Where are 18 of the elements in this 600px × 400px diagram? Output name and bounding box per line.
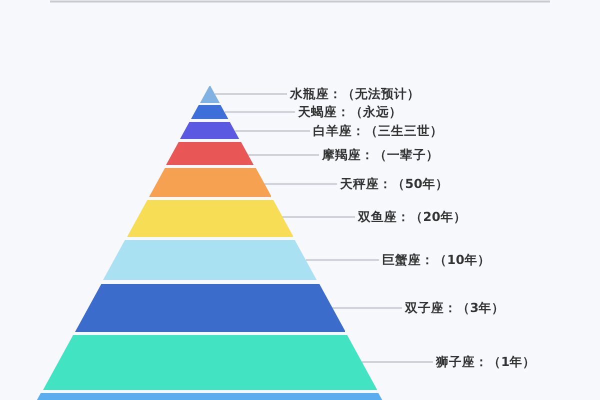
zodiac-label: 水瓶座：（无法预计） [290,86,420,102]
leader-line [264,183,337,185]
zodiac-label: 摩羯座：（一辈子） [322,147,439,163]
zodiac-label: 双鱼座：（20年） [358,209,466,225]
leader-line [332,307,402,309]
leader-line [235,130,310,132]
leader-line [282,216,355,218]
zodiac-label: 双子座：（3年） [405,300,505,316]
leader-line [306,259,379,261]
zodiac-label: 天蝎座：（永远） [298,104,402,120]
zodiac-label: 天秤座：（50年） [340,176,448,192]
leader-line [248,154,319,156]
zodiac-label: 狮子座：（1年） [436,354,536,370]
leader-line [224,111,295,113]
leader-line [362,361,433,363]
leader-line [214,93,287,95]
zodiac-label: 巨蟹座：（10年） [382,252,490,268]
zodiac-label: 白羊座：（三生三世） [313,123,443,139]
